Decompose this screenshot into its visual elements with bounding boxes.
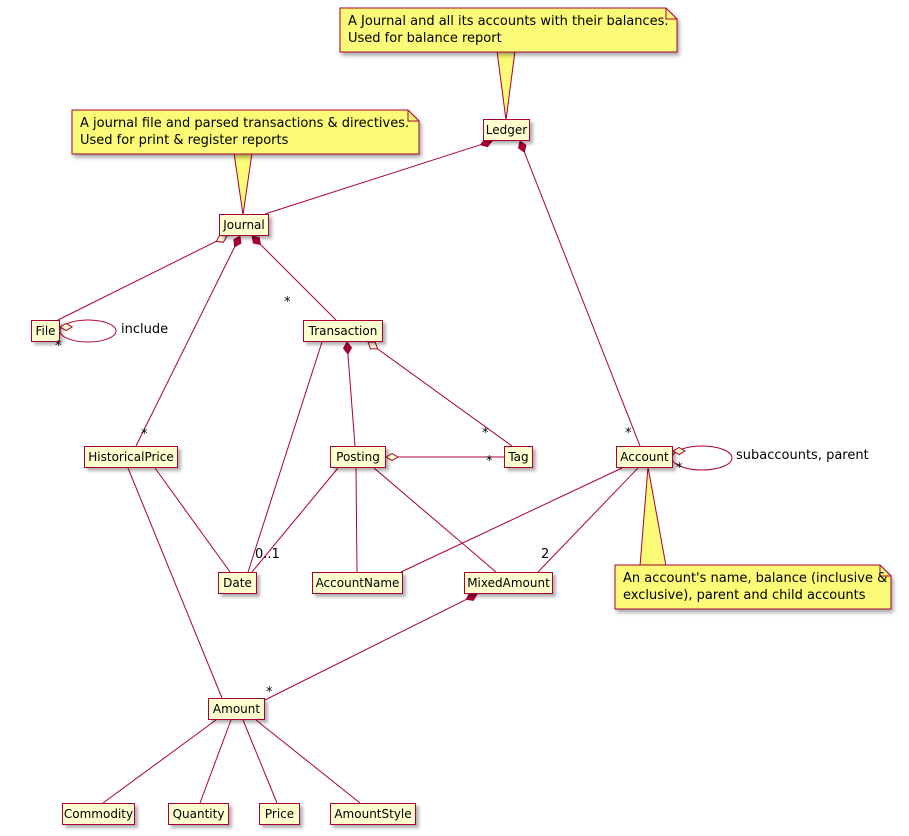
note-tail-journal	[233, 152, 253, 216]
class-price: Price	[259, 803, 300, 825]
note-tail-account	[639, 466, 667, 567]
edge-posting-tag	[385, 452, 504, 462]
edge-amount-quantity	[199, 719, 232, 804]
class-date: Date	[218, 572, 257, 594]
edge-journal-file	[57, 234, 228, 321]
multiplicity-mixedamount-amount: *	[266, 685, 273, 700]
edge-account-mixedamount	[537, 467, 639, 573]
class-commodity: Commodity	[62, 803, 135, 825]
multiplicity-journal-historicalprice: *	[141, 427, 148, 442]
edge-label-include: include	[121, 322, 169, 337]
multiplicity-transaction-tag: *	[482, 426, 489, 441]
multiplicity-file-include: *	[55, 339, 62, 354]
class-historicalprice: HistoricalPrice	[84, 446, 178, 468]
edge-posting-mixedamount	[373, 467, 497, 573]
edge-transaction-posting	[342, 341, 356, 447]
class-mixedamount: MixedAmount	[464, 572, 553, 594]
note-account-line2: exclusive), parent and child accounts	[623, 588, 866, 603]
edge-ledger-account	[517, 140, 641, 447]
note-journal-line1: A journal file and parsed transactions &…	[80, 116, 410, 131]
edge-transaction-tag	[367, 341, 513, 447]
class-amountstyle: AmountStyle	[330, 803, 416, 825]
class-journal: Journal	[219, 214, 269, 236]
class-quantity: Quantity	[168, 803, 229, 825]
edge-file-self-loop	[59, 319, 117, 343]
edge-journal-transaction	[251, 235, 337, 321]
class-file: File	[31, 320, 60, 342]
note-ledger-line1: A Journal and all its accounts with thei…	[348, 14, 669, 29]
class-posting: Posting	[330, 446, 386, 468]
class-transaction: Transaction	[303, 320, 383, 342]
edge-amount-commodity	[102, 719, 217, 804]
edge-posting-date	[251, 467, 339, 573]
edge-historicalprice-amount	[127, 467, 223, 699]
note-ledger-line2: Used for balance report	[348, 31, 502, 46]
class-amount: Amount	[208, 698, 265, 720]
edge-account-self-loop	[671, 445, 733, 471]
multiplicity-journal-transaction: *	[284, 295, 291, 310]
multiplicity-posting-tag: *	[486, 454, 493, 469]
multiplicity-account-mixedamount: 2	[541, 547, 550, 562]
edge-journal-historicalprice	[135, 235, 242, 447]
note-account-shape	[614, 564, 892, 610]
note-journal-shape	[71, 109, 420, 155]
note-journal: A journal file and parsed transactions &…	[72, 110, 419, 149]
edge-historicalprice-date	[154, 467, 231, 573]
edge-amount-amountstyle	[255, 719, 361, 804]
multiplicity-ledger-account: *	[625, 426, 632, 441]
note-ledger-shape	[339, 7, 678, 53]
edge-amount-price	[242, 719, 278, 804]
class-accountname: AccountName	[312, 572, 403, 594]
note-account: An account's name, balance (inclusive & …	[615, 565, 891, 604]
class-ledger: Ledger	[483, 119, 530, 141]
edge-transaction-date	[247, 341, 323, 573]
edge-mixedamount-amount	[264, 592, 478, 701]
class-account: Account	[616, 446, 673, 468]
note-ledger: A Journal and all its accounts with thei…	[340, 8, 677, 47]
edge-posting-accountname	[355, 467, 358, 573]
note-tail-ledger	[496, 50, 516, 121]
multiplicity-account-self: *	[676, 461, 683, 476]
edge-account-accountname	[400, 467, 623, 573]
note-account-line1: An account's name, balance (inclusive &	[623, 571, 888, 586]
edge-label-subaccounts-parent: subaccounts, parent	[736, 448, 869, 463]
note-journal-line2: Used for print & register reports	[80, 133, 289, 148]
class-tag: Tag	[504, 446, 533, 468]
multiplicity-posting-date: 0..1	[255, 547, 280, 562]
